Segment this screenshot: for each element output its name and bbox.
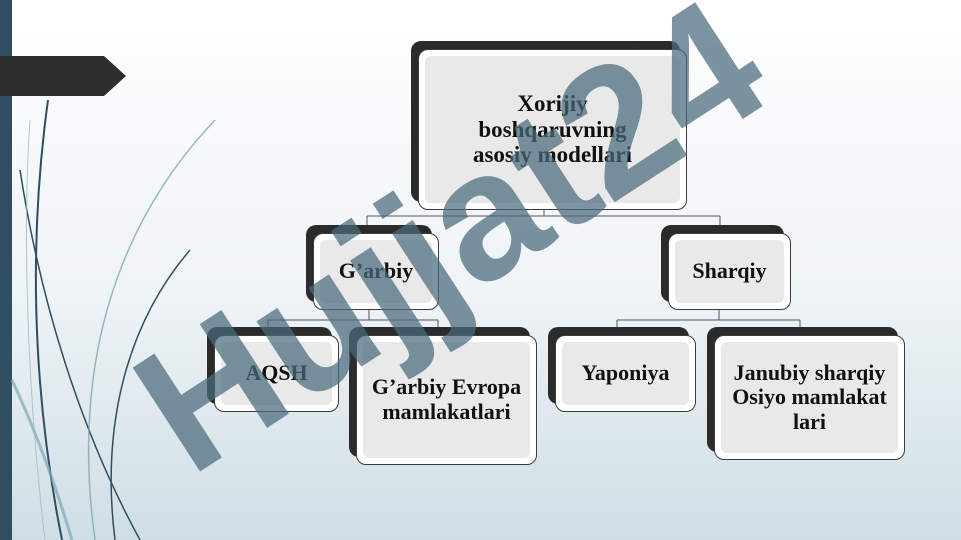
- root-node: Xorijiy boshqaruvning asosiy modellari: [411, 41, 687, 210]
- leaf-node-gharbiy-evropa: G’arbiy Evropa mamlakatlari: [349, 327, 537, 465]
- branch-node-sharqiy-label: Sharqiy: [692, 258, 767, 284]
- leaf-node-janubiy-sharqiy-osiyo: Janubiy sharqiy Osiyo mamlakatlari: [707, 327, 905, 460]
- leaf-node-yaponiya: Yaponiya: [548, 327, 696, 412]
- leaf-node-aqsh-label: AQSH: [245, 360, 308, 386]
- left-accent-bar: [0, 0, 12, 540]
- leaf-node-yaponiya-label: Yaponiya: [581, 360, 670, 386]
- leaf-node-janubiy-sharqiy-osiyo-label: Janubiy sharqiy Osiyo mamlakatlari: [732, 359, 887, 434]
- branch-node-gharbiy-label: G’arbiy: [338, 258, 414, 284]
- leaf-node-gharbiy-evropa-label: G’arbiy Evropa mamlakatlari: [371, 374, 522, 424]
- root-node-label: Xorijiy boshqaruvning asosiy modellari: [472, 90, 633, 168]
- branch-node-gharbiy: G’arbiy: [306, 225, 439, 310]
- arrow-tab: [0, 56, 126, 96]
- branch-node-sharqiy: Sharqiy: [661, 225, 791, 310]
- leaf-node-aqsh: AQSH: [207, 327, 339, 412]
